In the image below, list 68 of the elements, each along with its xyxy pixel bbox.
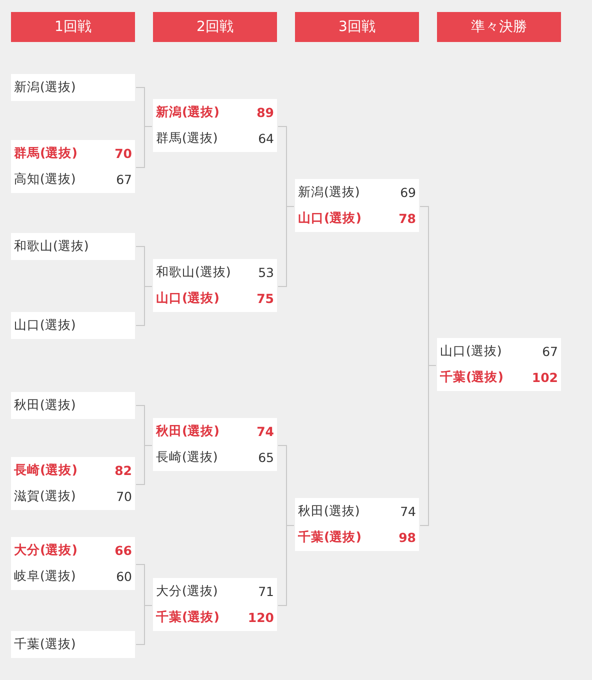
team-box <box>153 418 277 471</box>
team-name: 岐阜(選抜) <box>14 568 76 586</box>
team-box <box>11 457 135 510</box>
score: 70 <box>114 146 132 161</box>
team-box <box>153 259 277 312</box>
score: 65 <box>258 450 274 466</box>
round-header <box>153 12 277 42</box>
score: 102 <box>532 370 558 386</box>
team-name: 山口(選抜) <box>156 290 220 308</box>
team-name: 長崎(選抜) <box>156 449 218 466</box>
team-name: 山口(選抜) <box>298 210 362 228</box>
score: 67 <box>116 172 132 188</box>
score: 67 <box>542 344 558 359</box>
score: 64 <box>258 131 274 146</box>
team-name: 群馬(選抜) <box>156 130 218 148</box>
team-box <box>11 312 135 338</box>
team-name: 長崎(選抜) <box>14 462 78 479</box>
score: 75 <box>256 291 274 306</box>
team-name: 山口(選抜) <box>440 342 502 360</box>
team-box <box>11 74 135 100</box>
round-header <box>295 12 419 42</box>
score: 66 <box>114 542 132 558</box>
team-box <box>153 578 277 631</box>
score: 53 <box>258 264 274 280</box>
score: 98 <box>398 530 416 546</box>
team-name: 新潟(選抜) <box>156 104 220 121</box>
score: 82 <box>114 462 132 478</box>
team-name: 滋賀(選抜) <box>14 488 76 506</box>
round-title: 3回戦 <box>338 19 376 35</box>
round-title: 1回戦 <box>54 19 92 35</box>
team-box <box>11 631 135 658</box>
team-name: 千葉(選抜) <box>440 369 504 386</box>
score: 120 <box>248 610 274 626</box>
team-box <box>11 233 135 260</box>
score: 74 <box>256 424 274 439</box>
team-box <box>437 338 561 391</box>
team-name: 和歌山(選抜) <box>14 238 89 255</box>
team-name: 千葉(選抜) <box>298 529 362 546</box>
round-header <box>11 12 135 42</box>
team-name: 和歌山(選抜) <box>156 264 231 281</box>
round-header <box>437 12 561 42</box>
team-box <box>11 392 135 418</box>
score: 71 <box>258 584 274 599</box>
team-box <box>153 99 277 152</box>
team-name: 秋田(選抜) <box>156 422 220 440</box>
team-name: 新潟(選抜) <box>14 78 76 96</box>
team-name: 大分(選抜) <box>156 582 218 600</box>
team-name: 秋田(選抜) <box>298 502 360 520</box>
score: 78 <box>398 211 416 226</box>
team-box <box>11 537 135 590</box>
score: 69 <box>400 184 416 200</box>
score: 89 <box>256 104 274 120</box>
team-box <box>295 498 419 551</box>
team-name: 高知(選抜) <box>14 171 76 188</box>
team-name: 千葉(選抜) <box>14 636 76 653</box>
round-title: 準々決勝 <box>471 19 527 35</box>
team-name: 山口(選抜) <box>14 316 76 334</box>
score: 70 <box>116 489 132 504</box>
team-box <box>11 140 135 193</box>
team-name: 新潟(選抜) <box>298 184 360 201</box>
team-box <box>295 179 419 232</box>
score: 60 <box>116 569 132 584</box>
score: 74 <box>400 504 416 519</box>
team-name: 秋田(選抜) <box>14 396 76 414</box>
team-name: 群馬(選抜) <box>14 144 78 162</box>
team-name: 大分(選抜) <box>14 542 78 559</box>
team-name: 千葉(選抜) <box>156 609 220 626</box>
round-title: 2回戦 <box>196 19 234 35</box>
